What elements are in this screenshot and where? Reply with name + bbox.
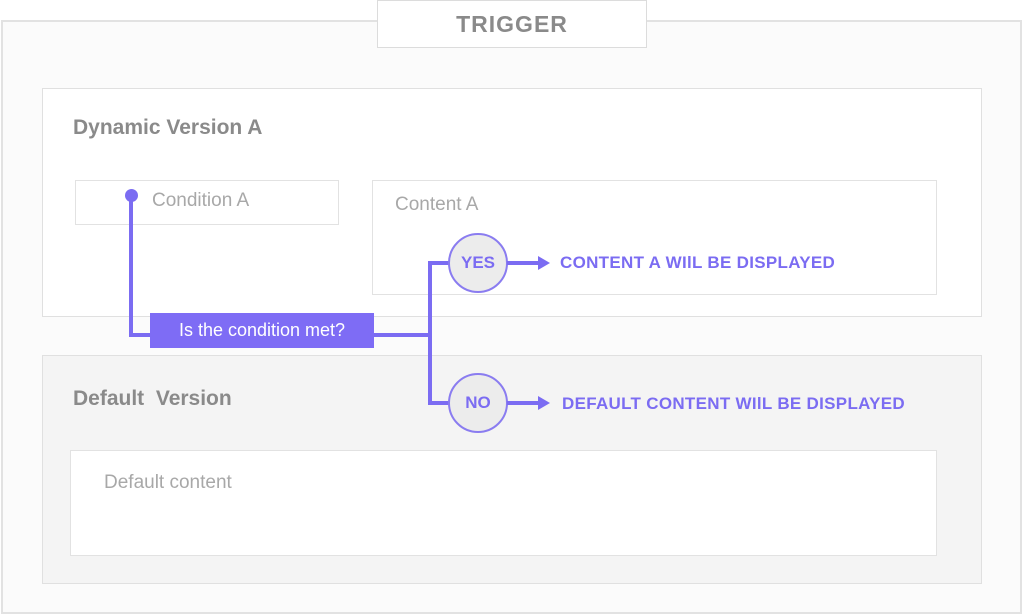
yes-node: YES (448, 233, 508, 293)
trigger-label: TRIGGER (377, 0, 647, 48)
no-arrow-line (507, 401, 539, 405)
arrow-right-icon (538, 256, 550, 270)
condition-question: Is the condition met? (150, 313, 374, 348)
default-version-title: Default Version (73, 387, 232, 410)
no-label: NO (465, 393, 491, 412)
connector-line (428, 261, 432, 405)
connector-line (374, 333, 432, 337)
no-result: DEFAULT CONTENT WIlL BE DISPLAYED (562, 394, 905, 413)
yes-result: CONTENT A WIlL BE DISPLAYED (560, 253, 836, 272)
condition-dot-icon (125, 189, 138, 202)
connector-line (129, 333, 151, 337)
content-a-label: Content A (395, 194, 479, 215)
connector-line (129, 196, 133, 337)
default-content-label: Default content (104, 472, 232, 493)
condition-label: Condition A (152, 190, 250, 211)
default-content-box (70, 450, 937, 556)
connector-line (428, 261, 450, 265)
arrow-right-icon (538, 396, 550, 410)
yes-label: YES (460, 253, 496, 272)
dynamic-version-title: Dynamic Version A (73, 116, 263, 139)
yes-arrow-line (507, 261, 539, 265)
condition-box (75, 180, 339, 225)
connector-line (428, 401, 450, 405)
no-node: NO (448, 373, 508, 433)
